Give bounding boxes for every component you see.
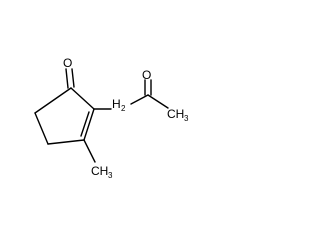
structure-canvas: O O H 2 CH 3 CH 3 xyxy=(34,56,189,180)
bond-ch2-ketone xyxy=(130,94,149,105)
bond-c2-c3 xyxy=(83,108,95,141)
bond-c2-c3-inner xyxy=(80,111,90,137)
ring-methyl-label: CH xyxy=(91,164,108,178)
bond-c5-c1 xyxy=(34,87,72,114)
ring-oxygen-label: O xyxy=(63,56,72,70)
chemical-structure: O O H 2 CH 3 CH 3 xyxy=(34,56,189,180)
ring-methyl-subscript: 3 xyxy=(108,171,113,180)
bond-c1-c2 xyxy=(70,87,95,110)
side-oxygen-label: O xyxy=(142,68,151,82)
bond-c1-o1 xyxy=(65,68,69,89)
bond-ketone-ch3 xyxy=(147,94,169,109)
bond-c3-methyl xyxy=(83,139,96,163)
acetyl-methyl-subscript: 3 xyxy=(184,114,189,123)
bond-c1-o1-second xyxy=(71,68,75,88)
acetyl-methyl-label: CH xyxy=(167,107,184,121)
methylene-subscript: 2 xyxy=(121,104,126,113)
bond-c3-c4 xyxy=(47,139,85,145)
methylene-label: H xyxy=(112,97,121,111)
bond-c4-c5 xyxy=(34,112,49,145)
